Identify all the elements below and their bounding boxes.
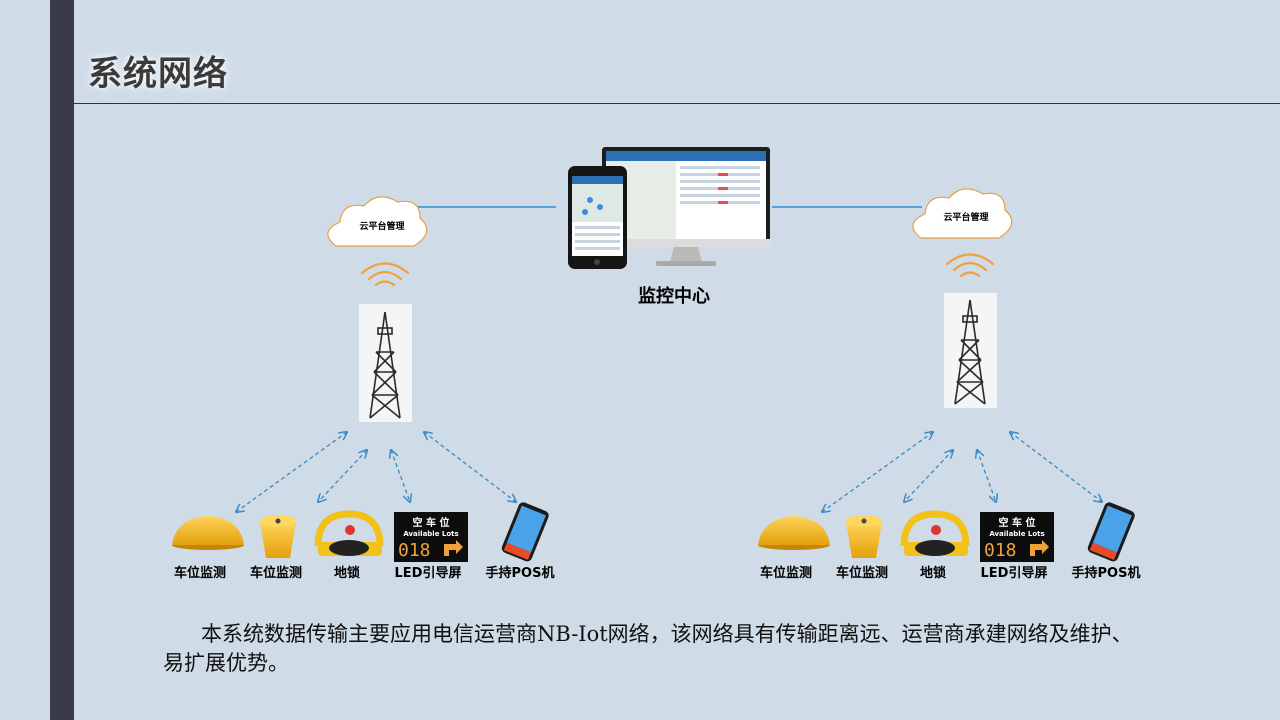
monitor-icon bbox=[602, 147, 770, 266]
cloud-icon-right bbox=[912, 188, 1013, 239]
device-label-left-3: 地锁 bbox=[334, 565, 360, 581]
device-label-left-5: 手持POS机 bbox=[486, 565, 555, 581]
led-count-left: 018 bbox=[398, 540, 431, 561]
monitoring-center-label: 监控中心 bbox=[638, 286, 710, 307]
parking-lock-icon-left bbox=[314, 510, 384, 556]
device-label-left-2: 车位监测 bbox=[250, 565, 302, 581]
pos-terminal-icon-right bbox=[1087, 502, 1135, 562]
pos-terminal-icon-left bbox=[501, 502, 549, 562]
cloud-label-right: 云平台管理 bbox=[943, 211, 988, 223]
led-guide-screen-icon-left: 空 车 位 Available Lots 018 bbox=[394, 512, 468, 562]
led-guide-screen-icon-right: 空 车 位 Available Lots 018 bbox=[980, 512, 1054, 562]
device-label-left-4: LED引导屏 bbox=[395, 566, 462, 581]
parking-sensor-flat-icon-left bbox=[172, 516, 244, 550]
device-label-right-1: 车位监测 bbox=[760, 565, 812, 581]
link-arrow-left-3 bbox=[391, 450, 410, 502]
led-sub-text-right: Available Lots bbox=[989, 530, 1044, 538]
device-label-right-2: 车位监测 bbox=[836, 565, 888, 581]
left-accent-bar bbox=[50, 0, 74, 720]
link-arrow-right-1 bbox=[822, 432, 933, 512]
description-paragraph: 本系统数据传输主要应用电信运营商NB-Iot网络，该网络具有传输距离远、运营商承… bbox=[163, 622, 1133, 675]
cloud-icon-left bbox=[327, 196, 428, 247]
parking-lock-icon-right bbox=[900, 510, 970, 556]
signal-tower-icon-right bbox=[944, 293, 997, 408]
slide-title: 系统网络 bbox=[88, 54, 228, 94]
device-label-left-1: 车位监测 bbox=[174, 565, 226, 581]
device-label-right-4: LED引导屏 bbox=[981, 566, 1048, 581]
link-arrow-left-2 bbox=[318, 450, 367, 502]
phone-icon bbox=[568, 166, 627, 269]
wifi-icon-right bbox=[945, 253, 995, 278]
led-count-right: 018 bbox=[984, 540, 1017, 561]
device-label-right-5: 手持POS机 bbox=[1072, 565, 1141, 581]
link-arrow-right-4 bbox=[1010, 432, 1102, 502]
parking-sensor-flat-icon-right bbox=[758, 516, 830, 550]
device-label-right-3: 地锁 bbox=[920, 565, 946, 581]
parking-sensor-cylinder-icon-left bbox=[260, 515, 296, 558]
signal-tower-icon-left bbox=[359, 304, 412, 422]
title-divider bbox=[74, 103, 1280, 104]
led-sub-text-left: Available Lots bbox=[403, 530, 458, 538]
cloud-label-left: 云平台管理 bbox=[359, 220, 404, 232]
link-arrow-right-2 bbox=[904, 450, 953, 502]
wifi-icon-left bbox=[360, 262, 410, 287]
link-arrow-right-3 bbox=[977, 450, 996, 502]
led-top-text-right: 空 车 位 bbox=[999, 516, 1036, 529]
led-top-text-left: 空 车 位 bbox=[413, 516, 450, 529]
parking-sensor-cylinder-icon-right bbox=[846, 515, 882, 558]
link-arrow-left-1 bbox=[236, 432, 347, 512]
link-arrow-left-4 bbox=[424, 432, 516, 502]
